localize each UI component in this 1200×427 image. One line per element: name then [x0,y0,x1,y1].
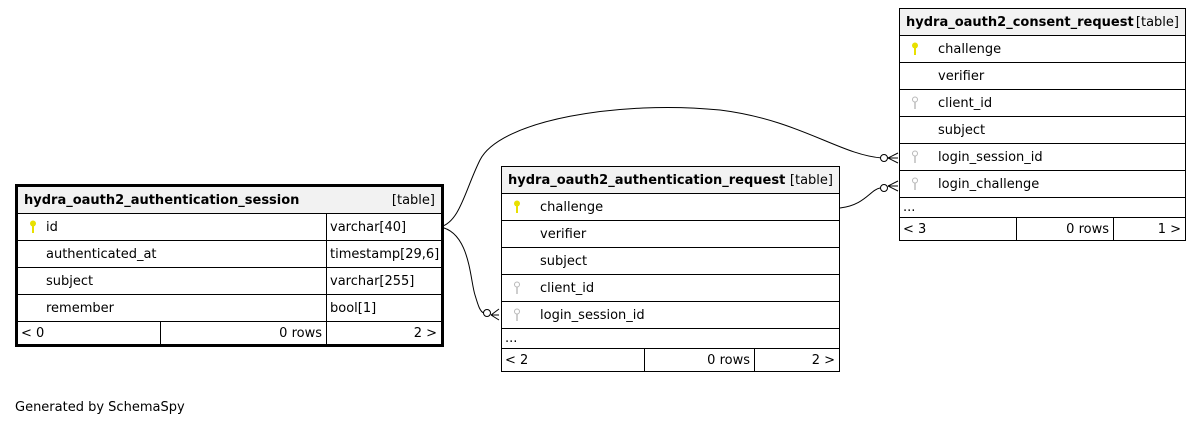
column-name: login_session_id [938,149,1043,165]
row-count: 0 rows [644,349,754,371]
table-consent-request[interactable]: hydra_oauth2_consent_request [table] cha… [899,8,1186,241]
column-name: id [46,219,58,235]
table-footer: < 2 0 rows 2 > [502,349,839,371]
link-session-to-authreq-login-session [439,226,485,314]
link-authreq-to-consent-login-challenge [839,187,881,209]
column-name: login_challenge [938,176,1040,192]
column-row[interactable]: id varchar[40] [18,214,441,241]
primary-key-icon [906,42,924,56]
column-row[interactable]: verifier [900,63,1185,90]
row-count: 0 rows [1016,218,1113,240]
link-session-to-consent-crowfoot [887,152,899,164]
primary-key-icon [24,220,42,234]
column-row[interactable]: subject varchar[255] [18,268,441,295]
column-row[interactable]: login_session_id [900,144,1185,171]
link-authreq-to-consent-crowfoot [887,180,899,192]
column-type: varchar[40] [326,214,441,240]
column-name: client_id [540,280,595,296]
foreign-key-icon [508,308,526,322]
table-name: hydra_oauth2_consent_request [906,14,1134,30]
generated-by-label: Generated by SchemaSpy [15,400,185,415]
parents-count[interactable]: < 2 [505,352,529,368]
column-name: subject [46,273,94,289]
table-authentication-session[interactable]: hydra_oauth2_authentication_session [tab… [15,184,444,347]
column-type: bool[1] [326,295,441,321]
table-type: [table] [789,172,833,188]
parents-count[interactable]: < 3 [903,221,927,237]
children-count[interactable]: 2 > [754,349,839,371]
column-row[interactable]: verifier [502,221,839,248]
table-type: [table] [391,192,435,208]
column-row[interactable]: client_id [900,90,1185,117]
column-name: challenge [540,199,604,215]
column-row[interactable]: challenge [502,194,839,221]
table-header: hydra_oauth2_consent_request [table] [900,9,1185,36]
row-count: 0 rows [160,322,326,344]
foreign-key-icon [906,150,924,164]
column-name: login_session_id [540,307,645,323]
column-type: varchar[255] [326,268,441,294]
parents-count[interactable]: < 0 [21,325,45,341]
table-name: hydra_oauth2_authentication_request [508,172,786,188]
column-row[interactable]: login_session_id [502,302,839,329]
column-name: verifier [938,68,985,84]
column-type: timestamp[29,6] [326,241,441,267]
foreign-key-icon [906,96,924,110]
table-footer: < 0 0 rows 2 > [18,322,441,344]
column-row[interactable]: challenge [900,36,1185,63]
column-name: client_id [938,95,993,111]
column-name: remember [46,300,114,316]
column-name: authenticated_at [46,246,157,262]
table-header: hydra_oauth2_authentication_request [tab… [502,167,839,194]
children-count[interactable]: 1 > [1113,218,1185,240]
table-footer: < 3 0 rows 1 > [900,218,1185,240]
foreign-key-icon [508,281,526,295]
link-session-to-authreq-zero-marker [483,309,491,317]
link-session-to-consent-zero-marker [880,154,888,162]
column-name: subject [938,122,986,138]
column-row[interactable]: subject [900,117,1185,144]
link-authreq-to-consent-zero-marker [880,184,888,192]
column-name: challenge [938,41,1002,57]
table-authentication-request[interactable]: hydra_oauth2_authentication_request [tab… [501,166,840,372]
column-row[interactable]: client_id [502,275,839,302]
column-row[interactable]: authenticated_at timestamp[29,6] [18,241,441,268]
column-name: subject [540,253,588,269]
column-name: verifier [540,226,587,242]
column-row[interactable]: subject [502,248,839,275]
children-count[interactable]: 2 > [326,322,441,344]
primary-key-icon [508,200,526,214]
more-columns-ellipsis: ... [900,198,1185,218]
foreign-key-icon [906,177,924,191]
table-name: hydra_oauth2_authentication_session [24,192,300,208]
column-row[interactable]: remember bool[1] [18,295,441,322]
table-header: hydra_oauth2_authentication_session [tab… [18,187,441,214]
link-session-to-authreq-crowfoot [490,308,500,321]
column-row[interactable]: login_challenge [900,171,1185,198]
table-type: [table] [1135,14,1179,30]
link-session-to-consent-login-session [439,106,883,228]
more-columns-ellipsis: ... [502,329,839,349]
